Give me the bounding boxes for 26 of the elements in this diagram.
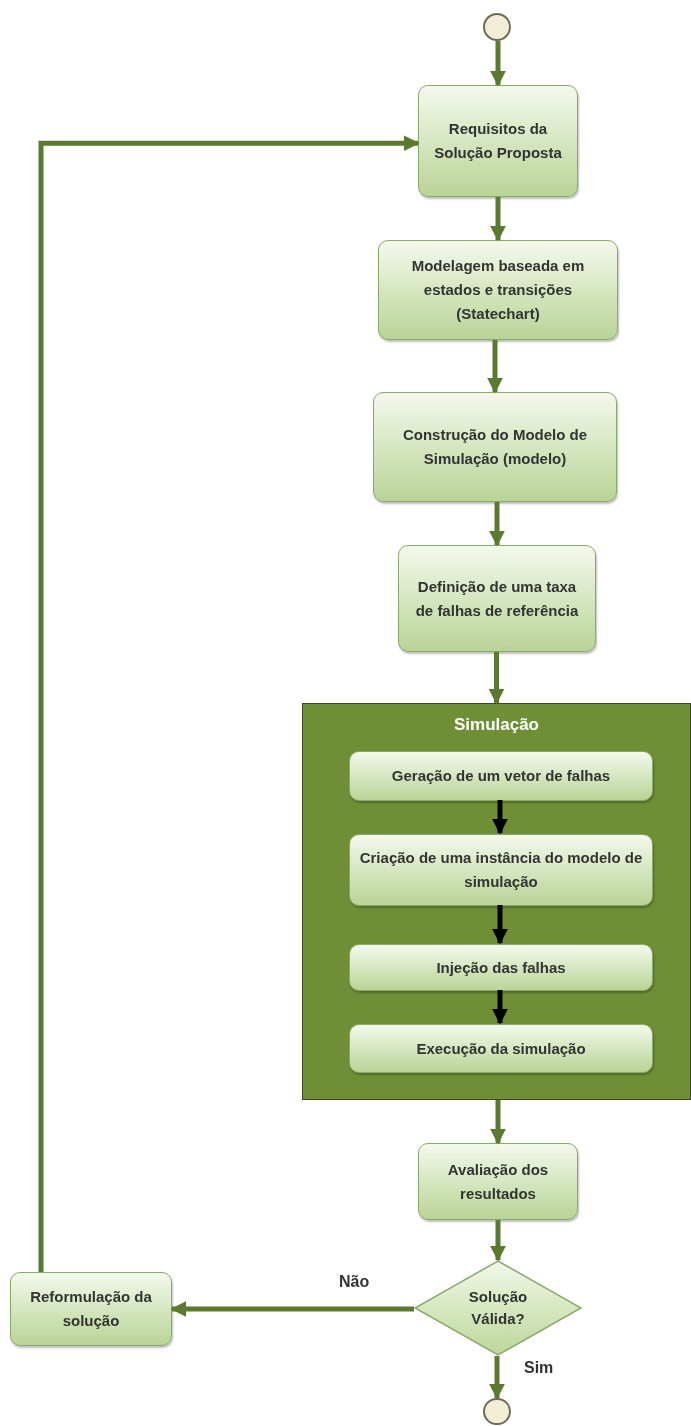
arrow — [170, 1301, 414, 1317]
arrow — [492, 905, 508, 945]
arrow — [490, 197, 506, 242]
process-box: Injeção das falhas — [349, 944, 653, 991]
process-box: Definição de uma taxa de falhas de referência — [398, 545, 596, 652]
arrow — [489, 1356, 505, 1400]
process-box: Construção do Modelo de Simulação (modelo) — [373, 392, 617, 502]
process-box: Criação de uma instância do modelo de simulação — [349, 834, 653, 906]
arrow — [490, 1100, 506, 1145]
arrow — [487, 340, 503, 394]
arrow — [488, 652, 505, 705]
arrow — [489, 502, 505, 547]
group-panel — [302, 703, 691, 1100]
process-box: Reformulação da solução — [10, 1272, 172, 1346]
process-box: Execução da simulação — [349, 1024, 653, 1073]
process-box: Modelagem baseada em estados e transições (Statechart) — [378, 240, 618, 340]
decision-diamond: Solução Válida? — [414, 1260, 582, 1356]
arrow — [490, 1220, 506, 1262]
arrow — [490, 41, 506, 87]
arrow — [492, 990, 508, 1025]
arrow — [38, 135, 420, 1272]
group-title: Simulação — [452, 714, 540, 736]
process-box: Requisitos da Solução Proposta — [418, 85, 578, 197]
process-box: Avaliação dos resultados — [418, 1143, 578, 1220]
arrow — [492, 800, 508, 835]
process-box: Geração de um vetor de falhas — [349, 751, 653, 801]
